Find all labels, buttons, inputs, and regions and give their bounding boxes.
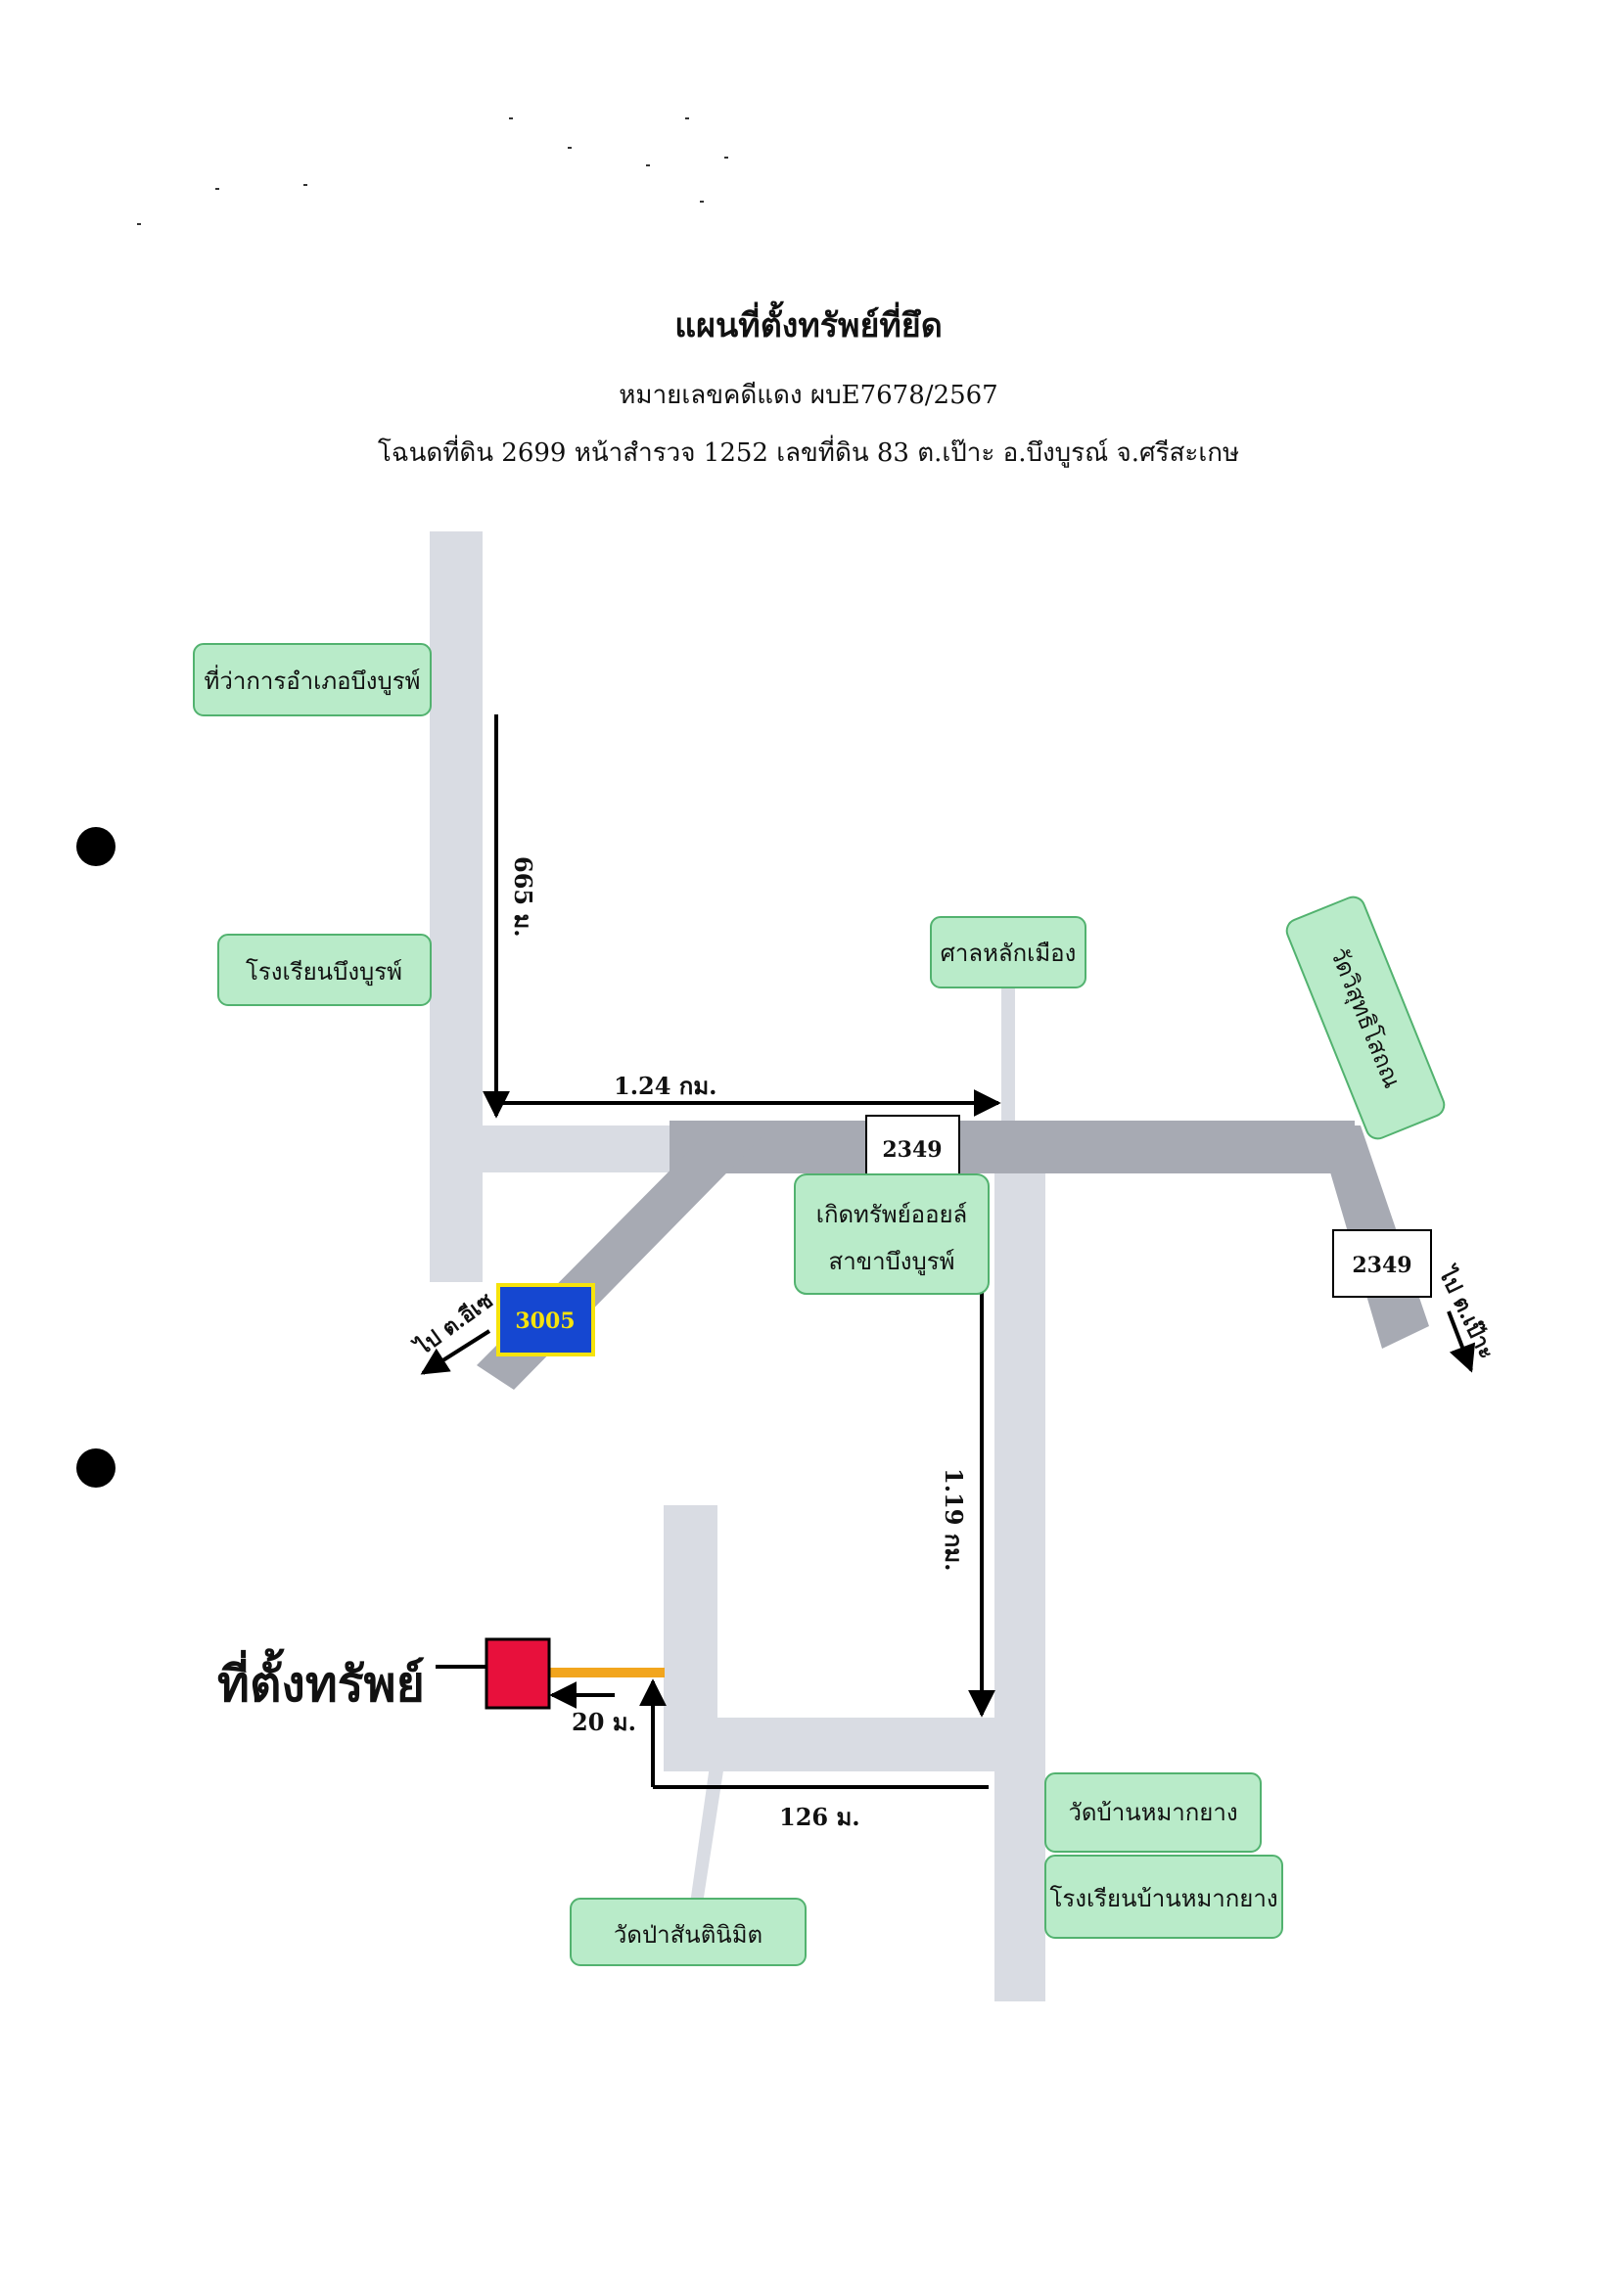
distance-126: 126 ม. [779,1803,860,1831]
road-pillar-spur [1001,984,1015,1121]
landmark-school-mak-yang: โรงเรียนบ้านหมากยาง [1044,1855,1283,1939]
scan-speck [509,117,513,119]
landmark-school-bueng-bun: โรงเรียนบึงบูรพ์ [217,934,432,1006]
scan-speck [724,157,728,159]
road-to-property [664,1505,717,1752]
scan-speck [303,184,307,186]
landmark-district-office: ที่ว่าการอำเภอบึงบูรพ์ [193,643,432,716]
svg-text:2349: 2349 [1352,1253,1411,1278]
punch-hole-top [76,827,116,866]
svg-text:โรงเรียนบ้านหมากยาง: โรงเรียนบ้านหมากยาง [1049,1885,1277,1912]
driveway [550,1668,665,1677]
route-2349-shield-b: 2349 [1332,1229,1432,1298]
local-roads [430,531,1045,2001]
distance-124: 1.24 กม. [614,1072,717,1100]
svg-text:3005: 3005 [515,1309,575,1334]
svg-text:สาขาบึงบูรพ์: สาขาบึงบูรพ์ [829,1248,955,1276]
svg-text:ที่ว่าการอำเภอบึงบูรพ์: ที่ว่าการอำเภอบึงบูรพ์ [205,665,421,696]
deed-info: โฉนดที่ดิน 2699 หน้าสำรวจ 1252 เลขที่ดิน… [377,438,1240,468]
distance-20: 20 ม. [572,1708,636,1736]
road-wat-pa-spur [690,1752,726,1904]
svg-text:ศาลหลักเมือง: ศาลหลักเมือง [941,940,1077,967]
road-cross-south [664,1718,1045,1771]
landmark-wat-pa: วัดป่าสันตินิมิต [570,1898,807,1966]
svg-text:วัดป่าสันตินิมิต: วัดป่าสันตินิมิต [614,1921,762,1949]
arrow-to-pao [1447,1310,1476,1373]
landmark-wat-wisutthi: วัดวิสุทธิโสถณ [1285,895,1446,1140]
road-south-east [994,1125,1045,2001]
scan-speck [700,201,704,203]
label-to-is: ไป ต.อีเซ [409,1287,498,1361]
distance-119: 1.19 กม. [940,1468,968,1572]
label-to-pao: ไป ต.เป๊าะ [1433,1262,1501,1363]
map-title: แผนที่ตั้งทรัพย์ที่ยึด [674,306,943,345]
svg-text:เกิดทรัพย์ออยล์: เกิดทรัพย์ออยล์ [816,1201,968,1228]
svg-text:โรงเรียนบึงบูรพ์: โรงเรียนบึงบูรพ์ [246,958,402,987]
property-marker [485,1637,551,1710]
landmark-gas-station: เกิดทรัพย์ออยล์ สาขาบึงบูรพ์ [794,1173,990,1295]
svg-text:2349: 2349 [882,1137,942,1163]
punch-hole-bottom [76,1448,116,1488]
landmark-wat-ban-mak-yang: วัดบ้านหมากยาง [1044,1772,1262,1853]
svg-text:วัดบ้านหมากยาง: วัดบ้านหมากยาง [1068,1799,1237,1826]
scan-speck [646,164,650,166]
scan-speck [215,188,219,190]
scan-speck [685,117,689,119]
scan-speck [137,223,141,225]
road-2349 [670,1121,1355,1173]
arrow-to-is [420,1329,491,1375]
property-location-label: ที่ตั้งทรัพย์ [217,1655,425,1713]
road-stub-west [430,1125,684,1172]
scan-speck [568,147,572,149]
distance-665: 665 ม. [509,856,537,938]
route-2349-shield-a: 2349 [865,1115,960,1180]
landmark-city-pillar: ศาลหลักเมือง [930,916,1086,988]
case-number: หมายเลขคดีแดง ผบE7678/2567 [619,381,998,410]
route-3005-shield: 3005 [496,1283,595,1356]
